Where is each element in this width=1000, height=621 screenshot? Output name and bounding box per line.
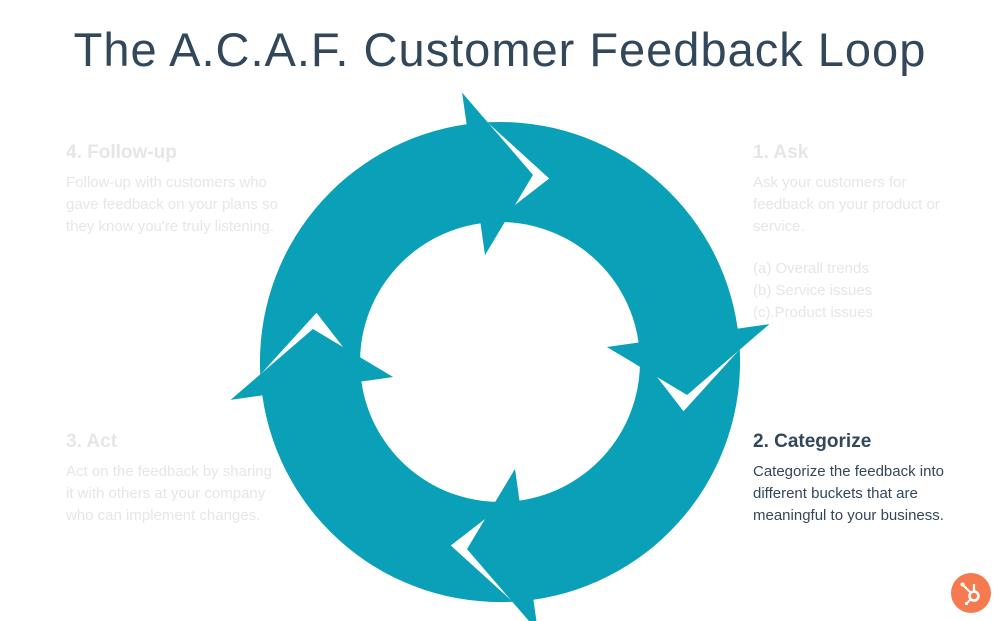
step-description: Act on the feedback by sharing it with o… <box>66 463 272 524</box>
step-heading: 2. Categorize <box>753 431 872 452</box>
hubspot-logo-icon <box>951 573 991 613</box>
list-item: (b) Service issues <box>753 282 873 299</box>
step-description: Follow-up with customers who gave feedba… <box>66 174 278 235</box>
step-act: 3. Act Act on the feedback by sharing it… <box>66 431 281 527</box>
arrow-categorize <box>487 121 770 395</box>
step-description: Ask your customers for feedback on your … <box>753 174 940 235</box>
step-ask: 1. Ask Ask your customers for feedback o… <box>753 142 953 324</box>
arrow-act <box>467 349 741 621</box>
step-heading: 3. Act <box>66 431 118 452</box>
step-heading: 1. Ask <box>753 142 809 163</box>
ask-topics-list: (a) Overall trends (b) Service issues (c… <box>753 258 953 324</box>
step-follow-up: 4. Follow-up Follow-up with customers wh… <box>66 142 281 238</box>
arrow-ask <box>259 92 533 375</box>
step-description: Categorize the feedback into different b… <box>753 463 944 524</box>
list-item: (c).Product issues <box>753 304 874 321</box>
step-categorize: 2. Categorize Categorize the feedback in… <box>753 431 953 527</box>
diagram-title: The A.C.A.F. Customer Feedback Loop <box>73 23 927 76</box>
step-heading: 4. Follow-up <box>66 142 177 163</box>
arrow-follow-up <box>230 329 513 603</box>
list-item: (a) Overall trends <box>753 260 869 277</box>
